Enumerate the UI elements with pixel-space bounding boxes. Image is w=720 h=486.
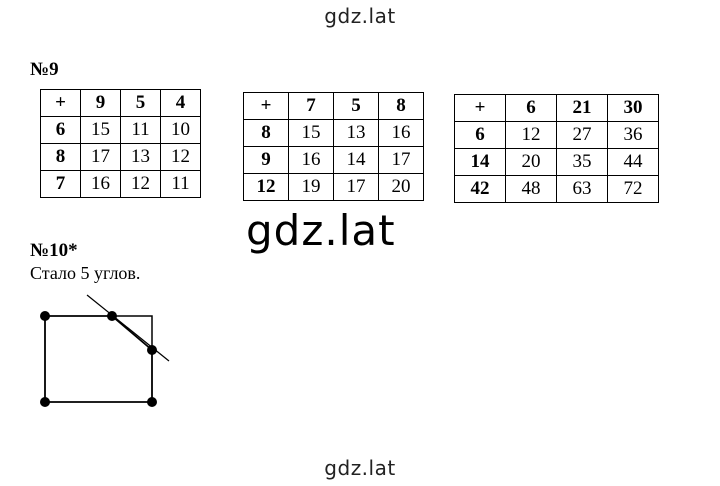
- table-cell: 20: [505, 148, 557, 176]
- pentagon-outline: [44, 315, 153, 403]
- table-cell: 72: [607, 175, 659, 203]
- rectangle-outline: [112, 315, 153, 350]
- table-cell: 17: [333, 173, 379, 201]
- table-row-header: 7: [40, 170, 81, 198]
- table-cell: 11: [160, 170, 201, 198]
- task9-heading: №9: [30, 59, 59, 80]
- table-cell: 13: [333, 119, 379, 147]
- table-row-header: 6: [454, 121, 506, 149]
- table-cell: 27: [556, 121, 608, 149]
- vertex-dot: [107, 311, 117, 321]
- vertex-dot: [147, 345, 157, 355]
- addition-table-1: + 9 5 4 6 15 11 10 8 17 13 12 7 16 12 11: [40, 89, 201, 198]
- table-row-header: 12: [243, 173, 289, 201]
- vertex-dot: [40, 397, 50, 407]
- table-row-header: 14: [454, 148, 506, 176]
- table-cell: 13: [120, 143, 161, 171]
- table-cell: 14: [333, 146, 379, 174]
- addition-table-2: + 7 5 8 8 15 13 16 9 16 14 17 12 19 17 2…: [243, 92, 424, 201]
- table-cell: 19: [288, 173, 334, 201]
- table-cell: 11: [120, 116, 161, 144]
- task10-heading: №10*: [30, 240, 78, 261]
- table-cell: 15: [288, 119, 334, 147]
- table-row-header: 9: [243, 146, 289, 174]
- table-cell: 12: [505, 121, 557, 149]
- table-cell: 16: [378, 119, 424, 147]
- table-cell: 12: [160, 143, 201, 171]
- table-cell: 12: [120, 170, 161, 198]
- vertex-dot: [147, 397, 157, 407]
- table-col-header: 4: [160, 89, 201, 117]
- addition-table-3: + 6 21 30 6 12 27 36 14 20 35 44 42 48 6…: [454, 94, 659, 203]
- watermark-middle: gdz.lat: [246, 206, 396, 255]
- table-cell: 36: [607, 121, 659, 149]
- table-cell: 16: [80, 170, 121, 198]
- table-col-header: 7: [288, 92, 334, 120]
- watermark-bottom: gdz.lat: [324, 456, 396, 480]
- vertex-dot: [40, 311, 50, 321]
- table-cell: 35: [556, 148, 608, 176]
- table-col-header: 6: [505, 94, 557, 122]
- table-col-header: 30: [607, 94, 659, 122]
- watermark-top: gdz.lat: [324, 4, 396, 28]
- table-row-header: 6: [40, 116, 81, 144]
- table-cell: 20: [378, 173, 424, 201]
- table-col-header: 8: [378, 92, 424, 120]
- table-cell: 17: [378, 146, 424, 174]
- task10-answer-text: Стало 5 углов.: [30, 263, 141, 283]
- table-cell: 17: [80, 143, 121, 171]
- table-col-header: 5: [333, 92, 379, 120]
